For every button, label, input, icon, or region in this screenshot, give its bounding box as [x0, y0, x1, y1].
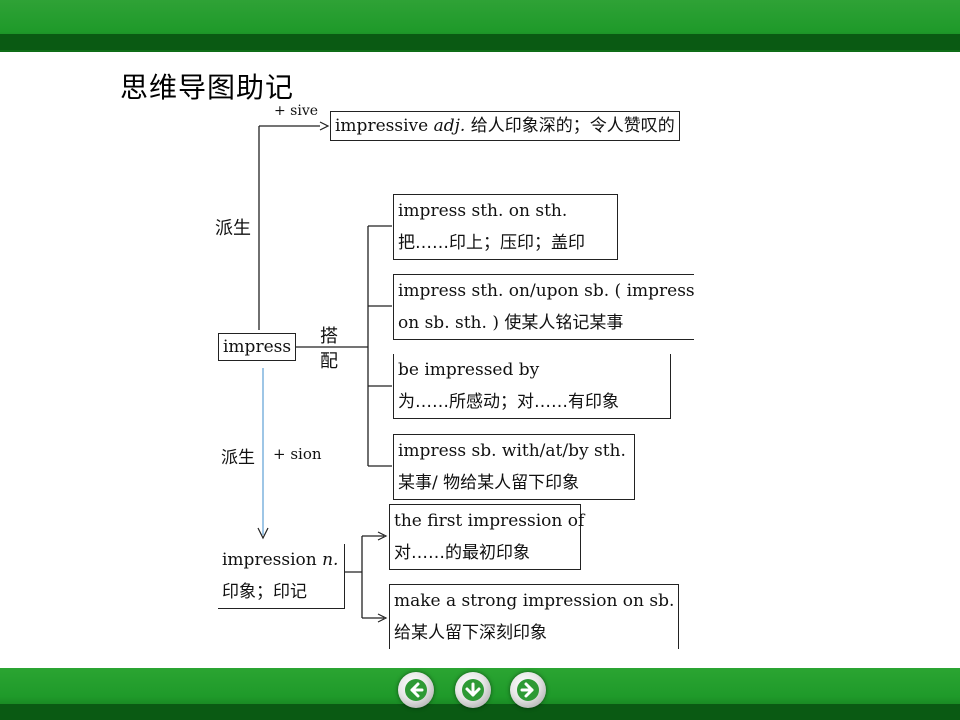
impression-collocation-2-line2: 给某人留下深刻印象 [394, 623, 547, 643]
impression-meaning: 印象；印记 [222, 582, 307, 602]
collocation-1-line2: 把……印上；压印；盖印 [398, 233, 585, 253]
collocation-3-line2: 为……所感动；对……有印象 [398, 392, 619, 412]
down-button[interactable] [455, 672, 491, 708]
impression-box: impression n. 印象；印记 [218, 544, 345, 609]
impression-collocation-1-line1: the first impression of [394, 511, 585, 531]
collocation-label-2: 配 [320, 351, 338, 372]
collocation-4-line2: 某事/ 物给某人留下印象 [398, 473, 580, 493]
collocation-box-4: impress sb. with/at/by sth. 某事/ 物给某人留下印象 [393, 434, 635, 500]
derive-label-top: 派生 [215, 218, 251, 239]
collocation-2-line1: impress sth. on/upon sb. ( impress [398, 281, 695, 301]
bottom-banner-stripe [0, 704, 960, 720]
impression-collocation-2-line1: make a strong impression on sb. [394, 591, 675, 611]
impressive-box: impressive adj. 给人印象深的；令人赞叹的 [330, 111, 680, 141]
next-button[interactable] [510, 672, 546, 708]
impression-word-line: impression n. [222, 550, 339, 570]
prev-button[interactable] [398, 672, 434, 708]
page-title: 思维导图助记 [120, 71, 295, 104]
impression-collocation-1-line2: 对……的最初印象 [394, 543, 530, 563]
collocation-box-2: impress sth. on/upon sb. ( impress on sb… [393, 274, 695, 340]
collocation-box-1: impress sth. on sth. 把……印上；压印；盖印 [393, 194, 618, 260]
impression-collocation-box-1: the first impression of 对……的最初印象 [389, 504, 585, 570]
top-banner [0, 0, 960, 52]
collocation-label-1: 搭 [320, 326, 338, 347]
impressive-pos: adj. [433, 116, 466, 136]
collocation-3-line1: be impressed by [398, 360, 540, 380]
arrow-left-icon [405, 679, 427, 701]
collocation-box-3: be impressed by 为……所感动；对……有印象 [393, 354, 671, 419]
suffix-sive-label: + sive [274, 103, 319, 119]
root-word-box: impress [218, 333, 297, 361]
suffix-sion-label: + sion [273, 445, 322, 463]
collocation-4-line1: impress sb. with/at/by sth. [398, 441, 626, 461]
collocation-2-line2: on sb. sth. ) 使某人铭记某事 [398, 313, 624, 333]
impressive-meaning: 给人印象深的；令人赞叹的 [470, 116, 675, 136]
arrow-down-icon [462, 679, 484, 701]
derive-label-bottom: 派生 [221, 448, 255, 468]
impressive-word: impressive [335, 116, 429, 136]
top-banner-stripe [0, 34, 960, 50]
collocation-1-line1: impress sth. on sth. [398, 201, 568, 221]
arrow-right-icon [517, 679, 539, 701]
impression-collocation-box-2: make a strong impression on sb. 给某人留下深刻印… [389, 584, 679, 649]
